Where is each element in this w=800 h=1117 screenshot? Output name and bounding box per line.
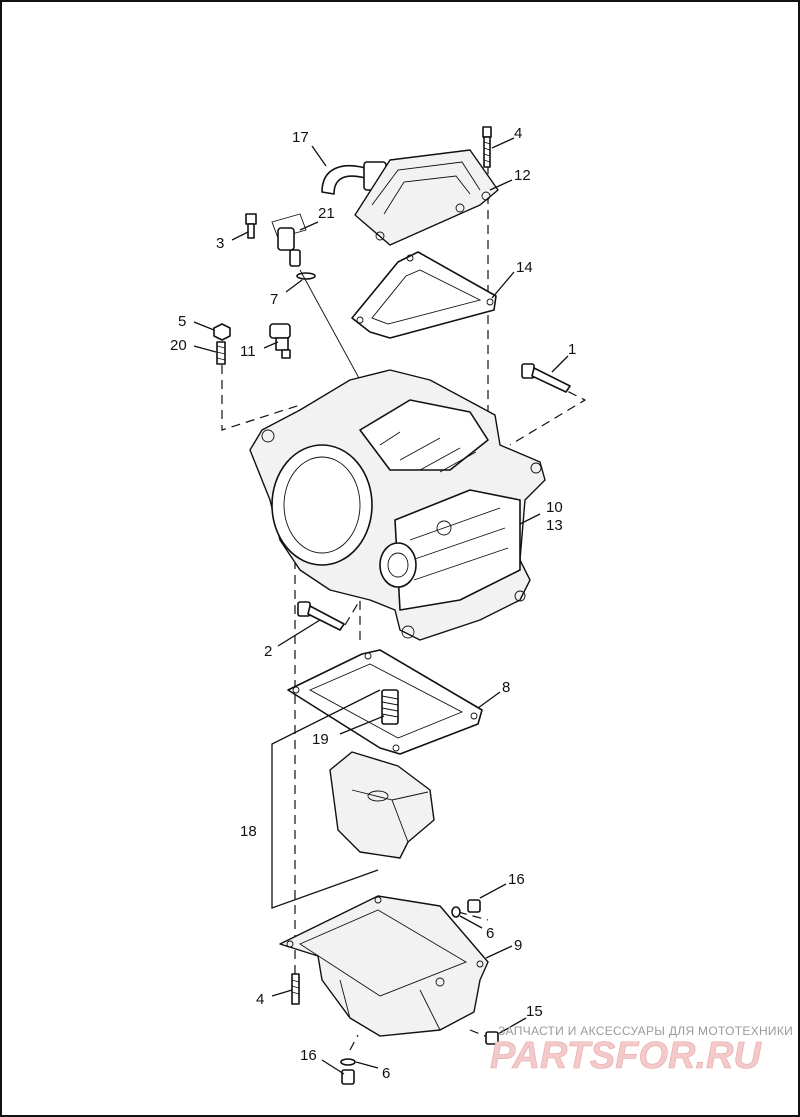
- bolt-4-top: [482, 126, 492, 168]
- callout-6-top: 6: [486, 925, 494, 942]
- callout-2: 2: [264, 643, 272, 660]
- callout-7: 7: [270, 291, 278, 308]
- callout-3: 3: [216, 235, 224, 252]
- callout-4-bottom: 4: [256, 991, 264, 1008]
- callout-10: 10: [546, 499, 563, 516]
- callout-21: 21: [318, 205, 335, 222]
- leader-lines: [193, 137, 569, 1075]
- oil-pressure-switch: [269, 323, 291, 359]
- watermark: ЗАПЧАСТИ И АКСЕССУАРЫ ДЛЯ МОТОТЕХНИКИ PA…: [490, 1024, 793, 1077]
- callout-4-top: 4: [514, 125, 522, 142]
- callout-16-bottom: 16: [300, 1047, 317, 1064]
- bolt-1: [521, 363, 571, 393]
- callout-8: 8: [502, 679, 510, 696]
- top-cover: [354, 149, 499, 246]
- sensor-assembly: [245, 213, 361, 381]
- callout-18: 18: [240, 823, 257, 840]
- callout-20: 20: [170, 337, 187, 354]
- callout-labels: 17 4 12 21 3 14 7 5 20 11 1 10 13 2 8 19…: [170, 125, 576, 1082]
- callout-19: 19: [312, 731, 329, 748]
- bolt-2: [297, 601, 345, 631]
- watermark-tagline: ЗАПЧАСТИ И АКСЕССУАРЫ ДЛЯ МОТОТЕХНИКИ: [498, 1024, 793, 1038]
- callout-13: 13: [546, 517, 563, 534]
- callout-14: 14: [516, 259, 533, 276]
- callout-9: 9: [514, 937, 522, 954]
- callout-11: 11: [240, 343, 256, 360]
- callout-12: 12: [514, 167, 531, 184]
- oil-pan: [279, 895, 489, 1037]
- callout-5: 5: [178, 313, 186, 330]
- callout-1: 1: [568, 341, 576, 358]
- callout-15: 15: [526, 1003, 543, 1020]
- callout-18-bracket: [271, 689, 381, 909]
- watermark-logo: PARTSFOR.RU: [490, 1035, 762, 1077]
- callout-17: 17: [292, 129, 309, 146]
- transmission-housing: [249, 369, 546, 641]
- nut-and-stud: [213, 323, 231, 365]
- spring: [381, 689, 399, 725]
- oil-pan-baffle: [329, 751, 435, 859]
- cover-gasket: [351, 251, 497, 339]
- callout-6-bottom: 6: [382, 1065, 390, 1082]
- bottom-fasteners: [291, 899, 499, 1085]
- callout-16-top: 16: [508, 871, 525, 888]
